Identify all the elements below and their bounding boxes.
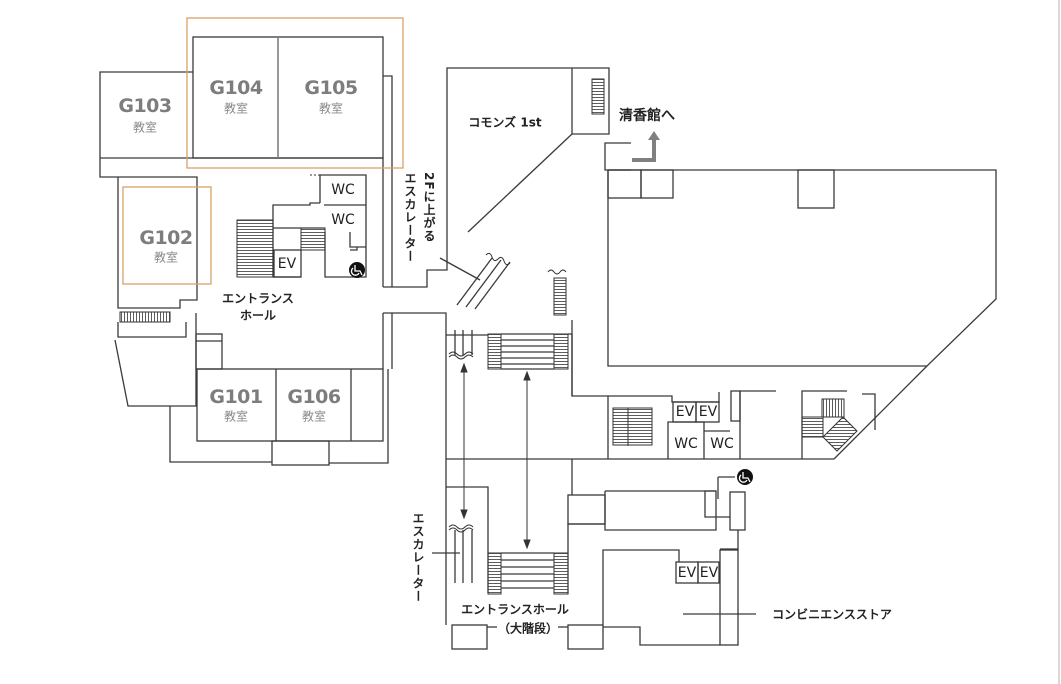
wc-label: WC bbox=[674, 436, 698, 452]
ev-label: EV bbox=[699, 565, 719, 581]
ev-label: EV bbox=[675, 404, 695, 420]
stairs-icon bbox=[300, 227, 326, 251]
escalator-label: エスカレーター bbox=[411, 512, 425, 603]
direction-arrow-icon bbox=[632, 131, 660, 162]
ev-label: EV bbox=[277, 256, 297, 272]
wc-label: WC bbox=[331, 182, 355, 198]
room-g104-code: G104 bbox=[209, 77, 263, 99]
commons-1st-area bbox=[383, 67, 610, 316]
stairs-icon bbox=[822, 416, 858, 452]
top-left-wing bbox=[99, 17, 404, 338]
seikokan-exit bbox=[604, 131, 660, 171]
ev-label: EV bbox=[698, 404, 718, 420]
right-block bbox=[571, 169, 997, 460]
grand-staircase-label: （大階段） bbox=[497, 621, 559, 636]
room-g106-type: 教室 bbox=[301, 409, 327, 424]
highlight-g104-g105 bbox=[186, 17, 404, 169]
convenience-store-label: コンビニエンスストア bbox=[772, 607, 892, 622]
escalator-icon bbox=[446, 330, 488, 360]
room-g103-code: G103 bbox=[118, 95, 172, 117]
room-g105-type: 教室 bbox=[318, 101, 344, 116]
grand-entrance-hall-label: エントランスホール bbox=[461, 602, 569, 617]
lower-right-block bbox=[567, 476, 756, 646]
escalator-icon bbox=[432, 524, 474, 583]
room-g102-code: G102 bbox=[139, 227, 193, 249]
stairs-icon bbox=[821, 398, 845, 418]
stairs-icon bbox=[591, 78, 605, 115]
room-g101-type: 教室 bbox=[223, 409, 249, 424]
room-g103-type: 教室 bbox=[132, 120, 158, 135]
seikokan-direction-label: 清香館へ bbox=[619, 108, 675, 124]
room-g102-type: 教室 bbox=[153, 250, 179, 265]
grand-stairs-icon bbox=[487, 552, 569, 595]
lower-left-wing bbox=[114, 313, 389, 466]
service-core-east bbox=[608, 390, 876, 459]
stairs-icon bbox=[487, 333, 569, 370]
wheelchair-accessible-icon bbox=[349, 262, 753, 485]
entrance-hall-label-2: ホール bbox=[239, 308, 277, 323]
connection-arrows bbox=[460, 362, 531, 550]
ev-label: EV bbox=[677, 565, 697, 581]
stairs-icon bbox=[612, 407, 653, 446]
room-g106-code: G106 bbox=[287, 386, 341, 408]
room-g104-type: 教室 bbox=[223, 101, 249, 116]
stairs-icon bbox=[119, 311, 171, 323]
service-core bbox=[236, 174, 367, 278]
escalator-to-2f-label: 2Fに上がる bbox=[422, 172, 436, 243]
entrance-hall-label: エントランス bbox=[222, 291, 294, 306]
stairs-icon bbox=[236, 219, 274, 278]
escalator-to-2f-label-2: エスカレーター bbox=[403, 172, 417, 263]
room-g101-code: G101 bbox=[209, 386, 263, 408]
room-g105-code: G105 bbox=[304, 77, 358, 99]
central-hall bbox=[382, 312, 834, 650]
commons-label: コモンズ 1st bbox=[468, 115, 542, 130]
wc-label: WC bbox=[710, 436, 734, 452]
stairs-icon bbox=[801, 416, 824, 438]
wc-label: WC bbox=[331, 212, 355, 228]
stairs-icon bbox=[553, 277, 567, 316]
escalator-icon bbox=[439, 252, 511, 310]
highlight-g102 bbox=[122, 186, 212, 285]
